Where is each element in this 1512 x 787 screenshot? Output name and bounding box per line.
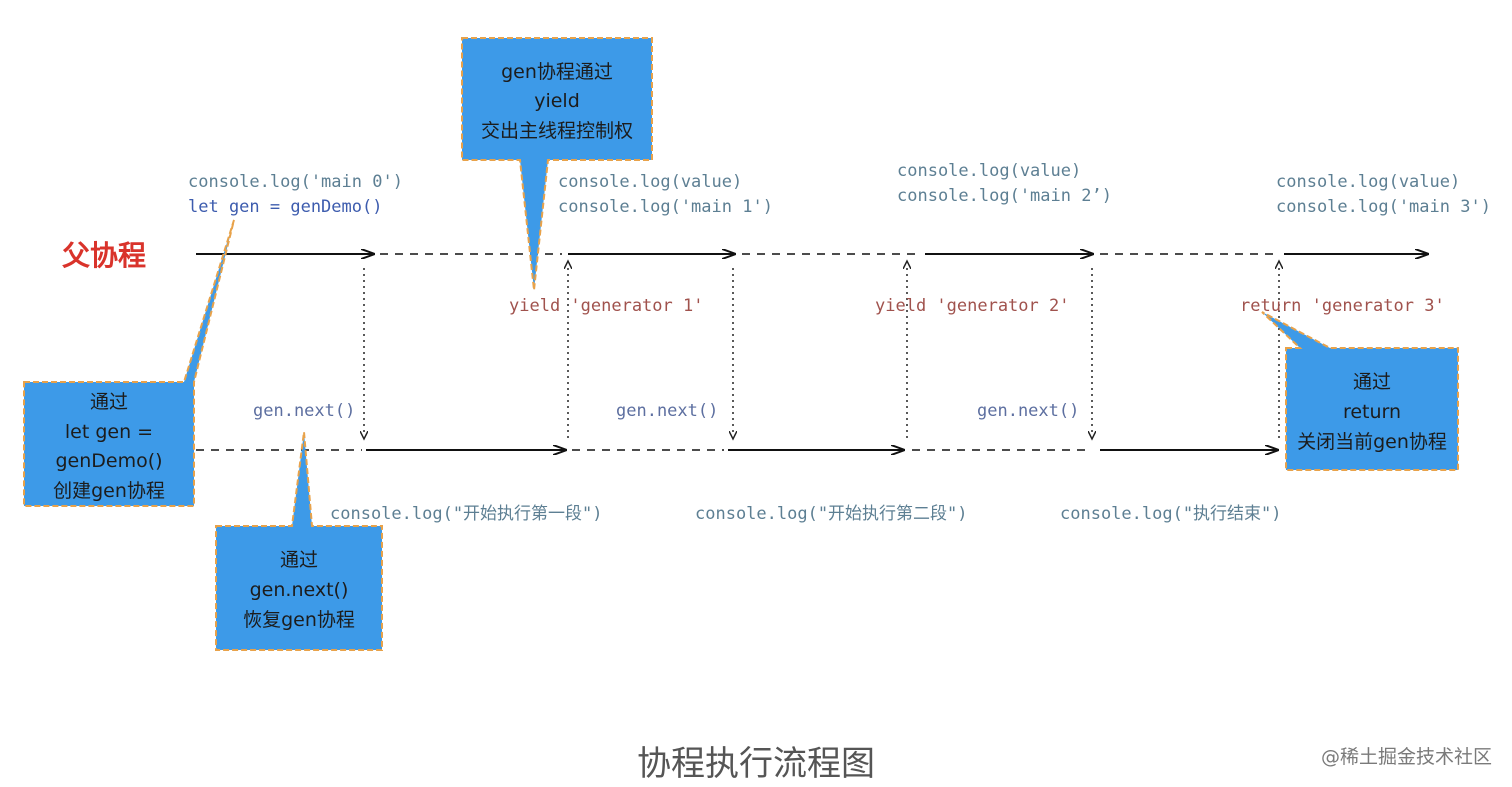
parent-coroutine-label: 父协程 <box>62 239 146 272</box>
code-main-1: console.log(value) console.log('main 1') <box>558 172 773 217</box>
code-main3-line2: console.log('main 3') <box>1276 197 1491 217</box>
callout-create-line3: genDemo() <box>55 450 162 472</box>
gen-log-1: console.log("开始执行第一段") <box>330 504 603 524</box>
code-main1-line1: console.log(value) <box>558 172 742 192</box>
callout-resume-line3: 恢复gen协程 <box>243 609 355 631</box>
callout-yield: gen协程通过 yield 交出主线程控制权 <box>461 37 653 291</box>
callout-return-line2: return <box>1343 401 1401 423</box>
callout-yield-line1: gen协程通过 <box>501 61 613 83</box>
yield-generator-1: yield 'generator 1' <box>509 296 703 316</box>
callout-yield-line3: 交出主线程控制权 <box>481 120 633 142</box>
code-main-3: console.log(value) console.log('main 3') <box>1276 172 1491 217</box>
callout-return-line1: 通过 <box>1353 371 1391 393</box>
gen-next-1: gen.next() <box>253 401 355 421</box>
callout-create-line4: 创建gen协程 <box>53 480 165 502</box>
callout-yield-line2: yield <box>534 90 580 112</box>
callout-return: 通过 return 关闭当前gen协程 <box>1261 311 1459 471</box>
diagram-caption: 协程执行流程图 <box>637 744 875 784</box>
code-main2-line1: console.log(value) <box>897 161 1081 181</box>
return-generator-3: return 'generator 3' <box>1240 296 1445 316</box>
gen-logs: console.log("开始执行第一段") console.log("开始执行… <box>330 504 1282 524</box>
callout-return-line3: 关闭当前gen协程 <box>1297 431 1447 453</box>
code-main1-line2: console.log('main 1') <box>558 197 773 217</box>
code-main3-line1: console.log(value) <box>1276 172 1460 192</box>
code-main-2: console.log(value) console.log('main 2’) <box>897 161 1112 206</box>
generator-statements: yield 'generator 1' yield 'generator 2' … <box>509 296 1445 316</box>
code-main0-line1: console.log('main 0') <box>188 172 403 192</box>
gen-log-2: console.log("开始执行第二段") <box>695 504 968 524</box>
yield-generator-2: yield 'generator 2' <box>875 296 1069 316</box>
gen-next-2: gen.next() <box>616 401 718 421</box>
callout-create: 通过 let gen = genDemo() 创建gen协程 <box>23 219 235 507</box>
gen-next-3: gen.next() <box>977 401 1079 421</box>
watermark: @稀土掘金技术社区 <box>1320 746 1492 768</box>
callout-resume: 通过 gen.next() 恢复gen协程 <box>215 431 383 651</box>
code-main0-line2: let gen = genDemo() <box>188 197 382 217</box>
code-main-0: console.log('main 0') let gen = genDemo(… <box>188 172 403 217</box>
transitions <box>364 264 1279 438</box>
callout-resume-line2: gen.next() <box>250 579 349 601</box>
callout-create-line1: 通过 <box>90 391 128 413</box>
callout-create-line2: let gen = <box>65 421 153 443</box>
gen-log-3: console.log("执行结束") <box>1060 504 1282 524</box>
next-calls: gen.next() gen.next() gen.next() <box>253 401 1079 421</box>
callout-resume-line1: 通过 <box>280 549 318 571</box>
code-main2-line2: console.log('main 2’) <box>897 186 1112 206</box>
